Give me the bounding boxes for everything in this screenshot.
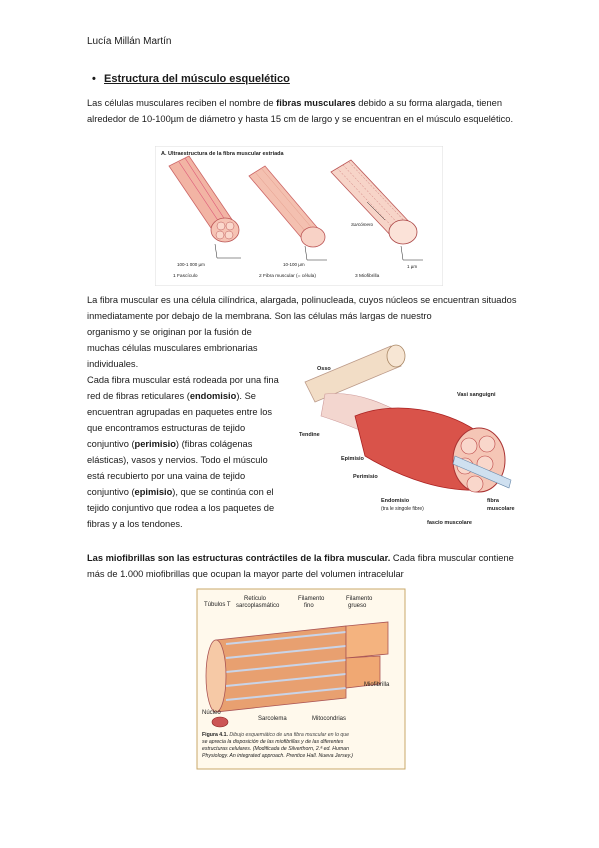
svg-text:sarcoplasmático: sarcoplasmático [236,603,280,609]
author-name: Lucía Millán Martín [87,36,172,47]
paragraph-intro: Las células musculares reciben el nombre… [87,98,514,124]
svg-text:Tendine: Tendine [299,432,320,438]
svg-text:Endomisio: Endomisio [381,498,410,504]
svg-text:Filamento: Filamento [346,596,373,602]
svg-text:1 µm: 1 µm [407,264,417,269]
svg-text:Sarcolema: Sarcolema [258,716,287,722]
svg-text:grueso: grueso [348,603,367,609]
figure1-label-fiber: 2 Fibra muscular (= célula) [259,273,316,279]
figure-ultrastructure: A. Ultraestructura de la fibra muscular … [155,146,443,286]
svg-text:fino: fino [304,603,314,609]
svg-text:Epimisio: Epimisio [341,456,365,462]
svg-text:Perimisio: Perimisio [353,474,378,480]
fiber-schematic-drawing [205,621,389,728]
svg-text:se aprecia la disposición de l: se aprecia la disposición de las miofibr… [202,739,344,745]
figure1-title: A. Ultraestructura de la fibra muscular … [161,151,285,157]
svg-text:Physiology. An integrated appr: Physiology. An integrated approach. Pren… [202,753,353,759]
svg-text:estructuras celulares. (Modifi: estructuras celulares. (Modificada de Si… [202,746,349,752]
svg-text:(tra le singole fibre): (tra le singole fibre) [381,506,424,512]
svg-text:muscolare: muscolare [487,506,515,512]
myofibril-drawing [330,159,423,261]
section-title: Estructura del músculo esquelético [104,73,290,85]
fascicle-drawing [168,155,241,259]
svg-text:10-100 µm: 10-100 µm [283,262,305,267]
svg-text:Túbulos T: Túbulos T [204,602,231,608]
svg-text:Vasi sanguigni: Vasi sanguigni [457,392,496,398]
paragraph-origin: organismo y se originan por la fusión de… [87,327,258,369]
paragraph-connective: Cada fibra muscular está rodeada por una… [87,375,279,529]
svg-text:Miofibrilla: Miofibrilla [364,682,390,688]
svg-text:fibra: fibra [487,498,500,504]
svg-text:Osso: Osso [317,366,331,372]
svg-text:Figura 4.1. Dibujo esquemático: Figura 4.1. Dibujo esquemático de una fi… [202,732,349,738]
figure1-label-myofibril: 3 Miofibrilla [355,273,380,279]
figure1-label-fascicle: 1 Fascículo [173,273,198,279]
svg-text:fascio muscolare: fascio muscolare [427,520,472,526]
svg-text:Mitocondrias: Mitocondrias [312,716,346,722]
section-heading: • Estructura del músculo esquelético [92,73,290,85]
svg-text:Sarcómero: Sarcómero [351,222,374,227]
svg-text:Filamento: Filamento [298,596,325,602]
figure-myofibrils: Túbulos T Retículo sarcoplasmático Filam… [196,588,406,770]
paragraph-fiber: La fibra muscular es una célula cilíndri… [87,295,517,321]
figure-muscle-anatomy: Osso Vasi sanguigni Tendine Epimisio Per… [295,330,517,530]
svg-text:Núcleo: Núcleo [202,710,221,716]
muscle-drawing [354,407,512,493]
svg-text:Retículo: Retículo [244,596,267,602]
bone-drawing [304,344,406,403]
svg-text:100-1 000 µm: 100-1 000 µm [177,262,205,267]
muscle-fiber-drawing [248,165,327,261]
bullet-icon: • [92,73,96,85]
paragraph-myofibrils: Las miofibrillas son las estructuras con… [87,553,514,579]
